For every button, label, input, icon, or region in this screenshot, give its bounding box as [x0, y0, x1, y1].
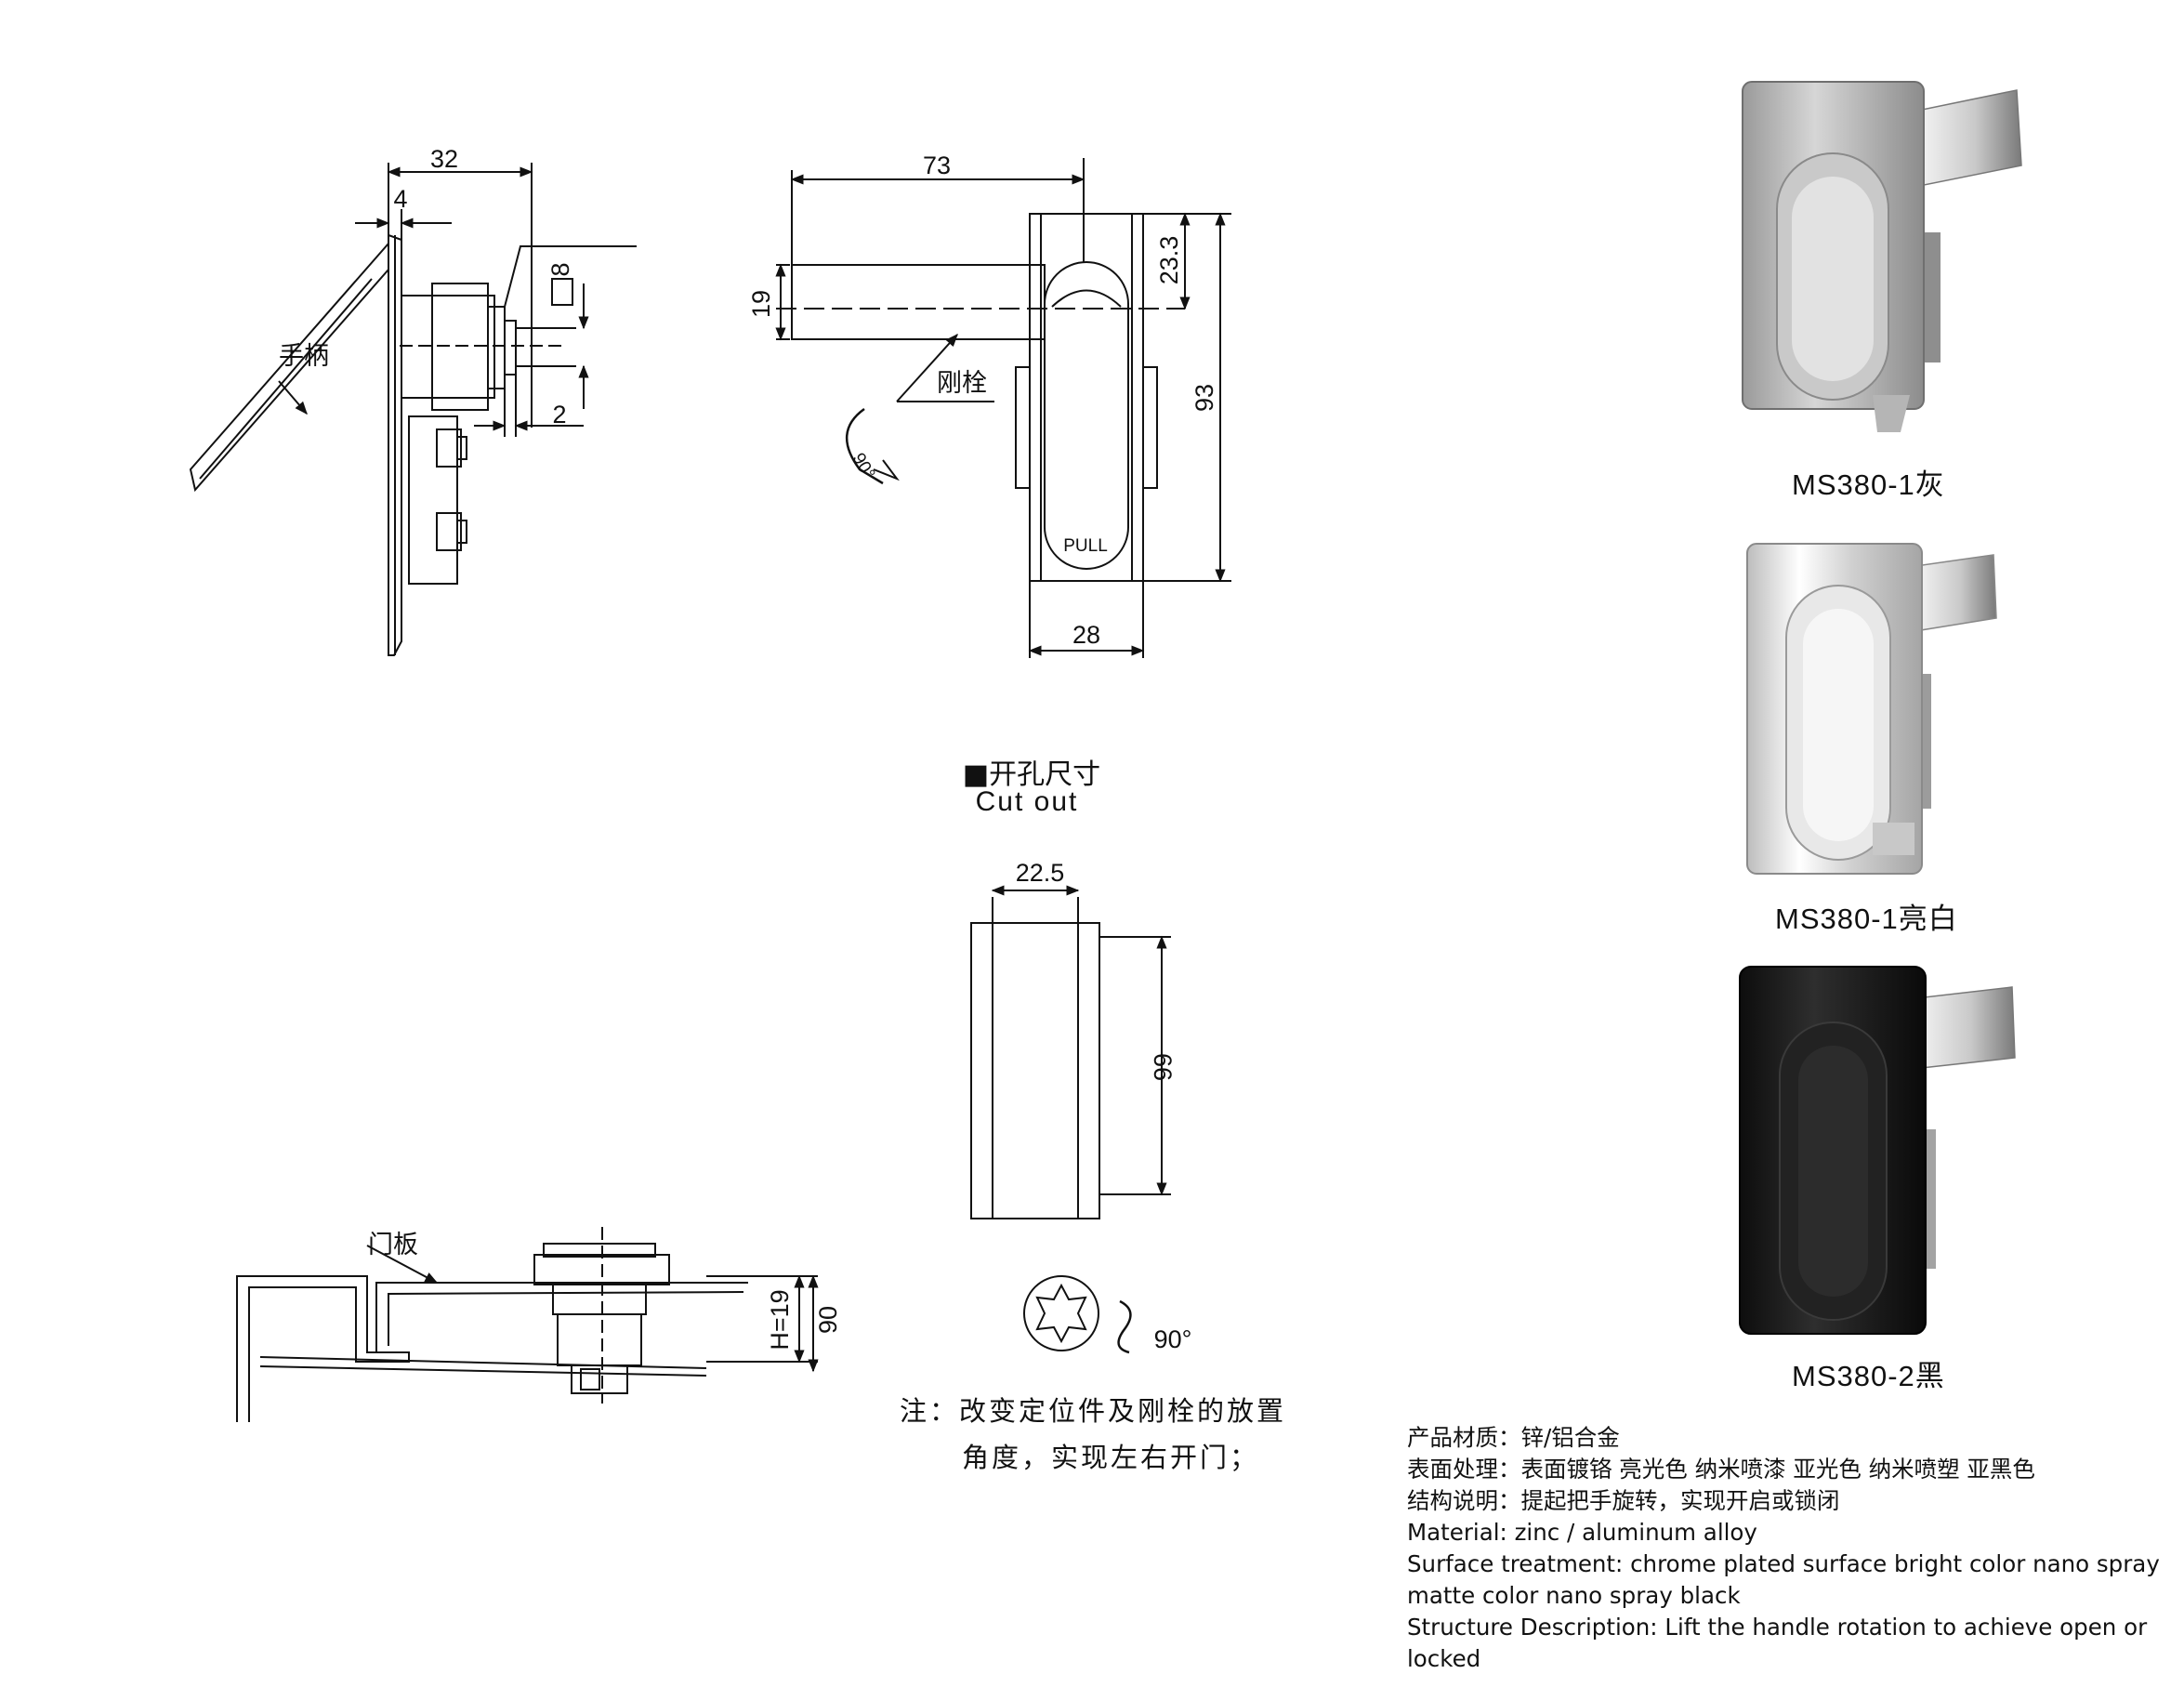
product-photo-ms380-1-grey	[1742, 81, 2022, 432]
front-view-labels: 73 19 23.3 93 28 刚栓 PULL 90°	[747, 152, 1218, 649]
front-dim-73: 73	[923, 152, 951, 179]
spec-material-en: Material: zinc / aluminum alloy	[1407, 1519, 1757, 1546]
bolt-label: 刚栓	[937, 369, 987, 398]
side-dim-8: 8	[546, 262, 574, 276]
panel-label: 门板	[368, 1231, 418, 1259]
bottom-view-labels: 门板 H=19 90	[368, 1231, 842, 1351]
product-caption-1: MS380-1灰	[1792, 468, 1945, 501]
pull-text: PULL	[1063, 536, 1108, 556]
spec-material-cn: 产品材质：锌/铝合金	[1407, 1424, 1620, 1451]
side-view-labels: 32 4 8 2 手柄	[279, 145, 574, 428]
spec-structure-cn: 结构说明：提起把手旋转，实现开启或锁闭	[1407, 1487, 1840, 1514]
spec-structure-en: Structure Description: Lift the handle r…	[1407, 1614, 2148, 1672]
front-view	[775, 158, 1231, 658]
note-line-1: 注：改变定位件及刚栓的放置	[900, 1395, 1287, 1427]
product-caption-3: MS380-2黑	[1792, 1360, 1945, 1392]
cutout-title-cn: ■开孔尺寸	[962, 758, 1101, 791]
front-dim-23-3: 23.3	[1155, 236, 1183, 285]
cutout-dim-22-5: 22.5	[1016, 859, 1065, 887]
handle-label: 手柄	[279, 342, 329, 371]
side-dim-32: 32	[430, 145, 458, 173]
front-dim-28: 28	[1072, 621, 1100, 649]
product-photo-ms380-1-bright	[1746, 543, 1997, 875]
product-caption-2: MS380-1亮白	[1775, 903, 1958, 935]
side-dim-4: 4	[393, 185, 407, 213]
bottom-view	[236, 1227, 819, 1422]
spec-block: 产品材质：锌/铝合金 表面处理：表面镀铬 亮光色 纳米喷漆 亚光色 纳米喷塑 亚…	[1407, 1422, 2169, 1675]
spec-surface-cn: 表面处理：表面镀铬 亮光色 纳米喷漆 亚光色 纳米喷塑 亚黑色	[1407, 1456, 2035, 1483]
front-dim-93: 93	[1191, 384, 1218, 412]
front-dim-19: 19	[747, 290, 775, 318]
cutout-title-en: Cut out	[975, 786, 1079, 817]
side-view	[189, 163, 637, 656]
product-photo-ms380-2-black	[1739, 966, 2016, 1335]
spec-surface-en: Surface treatment: chrome plated surface…	[1407, 1550, 2160, 1609]
cutout-rotation-label: 90°	[1154, 1325, 1192, 1353]
cutout-dim-66: 66	[1149, 1053, 1177, 1081]
note-line-2: 角度，实现左右开门；	[962, 1442, 1260, 1473]
side-dim-2: 2	[552, 401, 566, 428]
cutout-drawing	[970, 885, 1171, 1354]
bottom-dim-h19: H=19	[766, 1289, 794, 1350]
cutout-labels: 22.5 66 90°	[1016, 859, 1192, 1353]
bottom-dim-90: 90	[814, 1306, 842, 1334]
